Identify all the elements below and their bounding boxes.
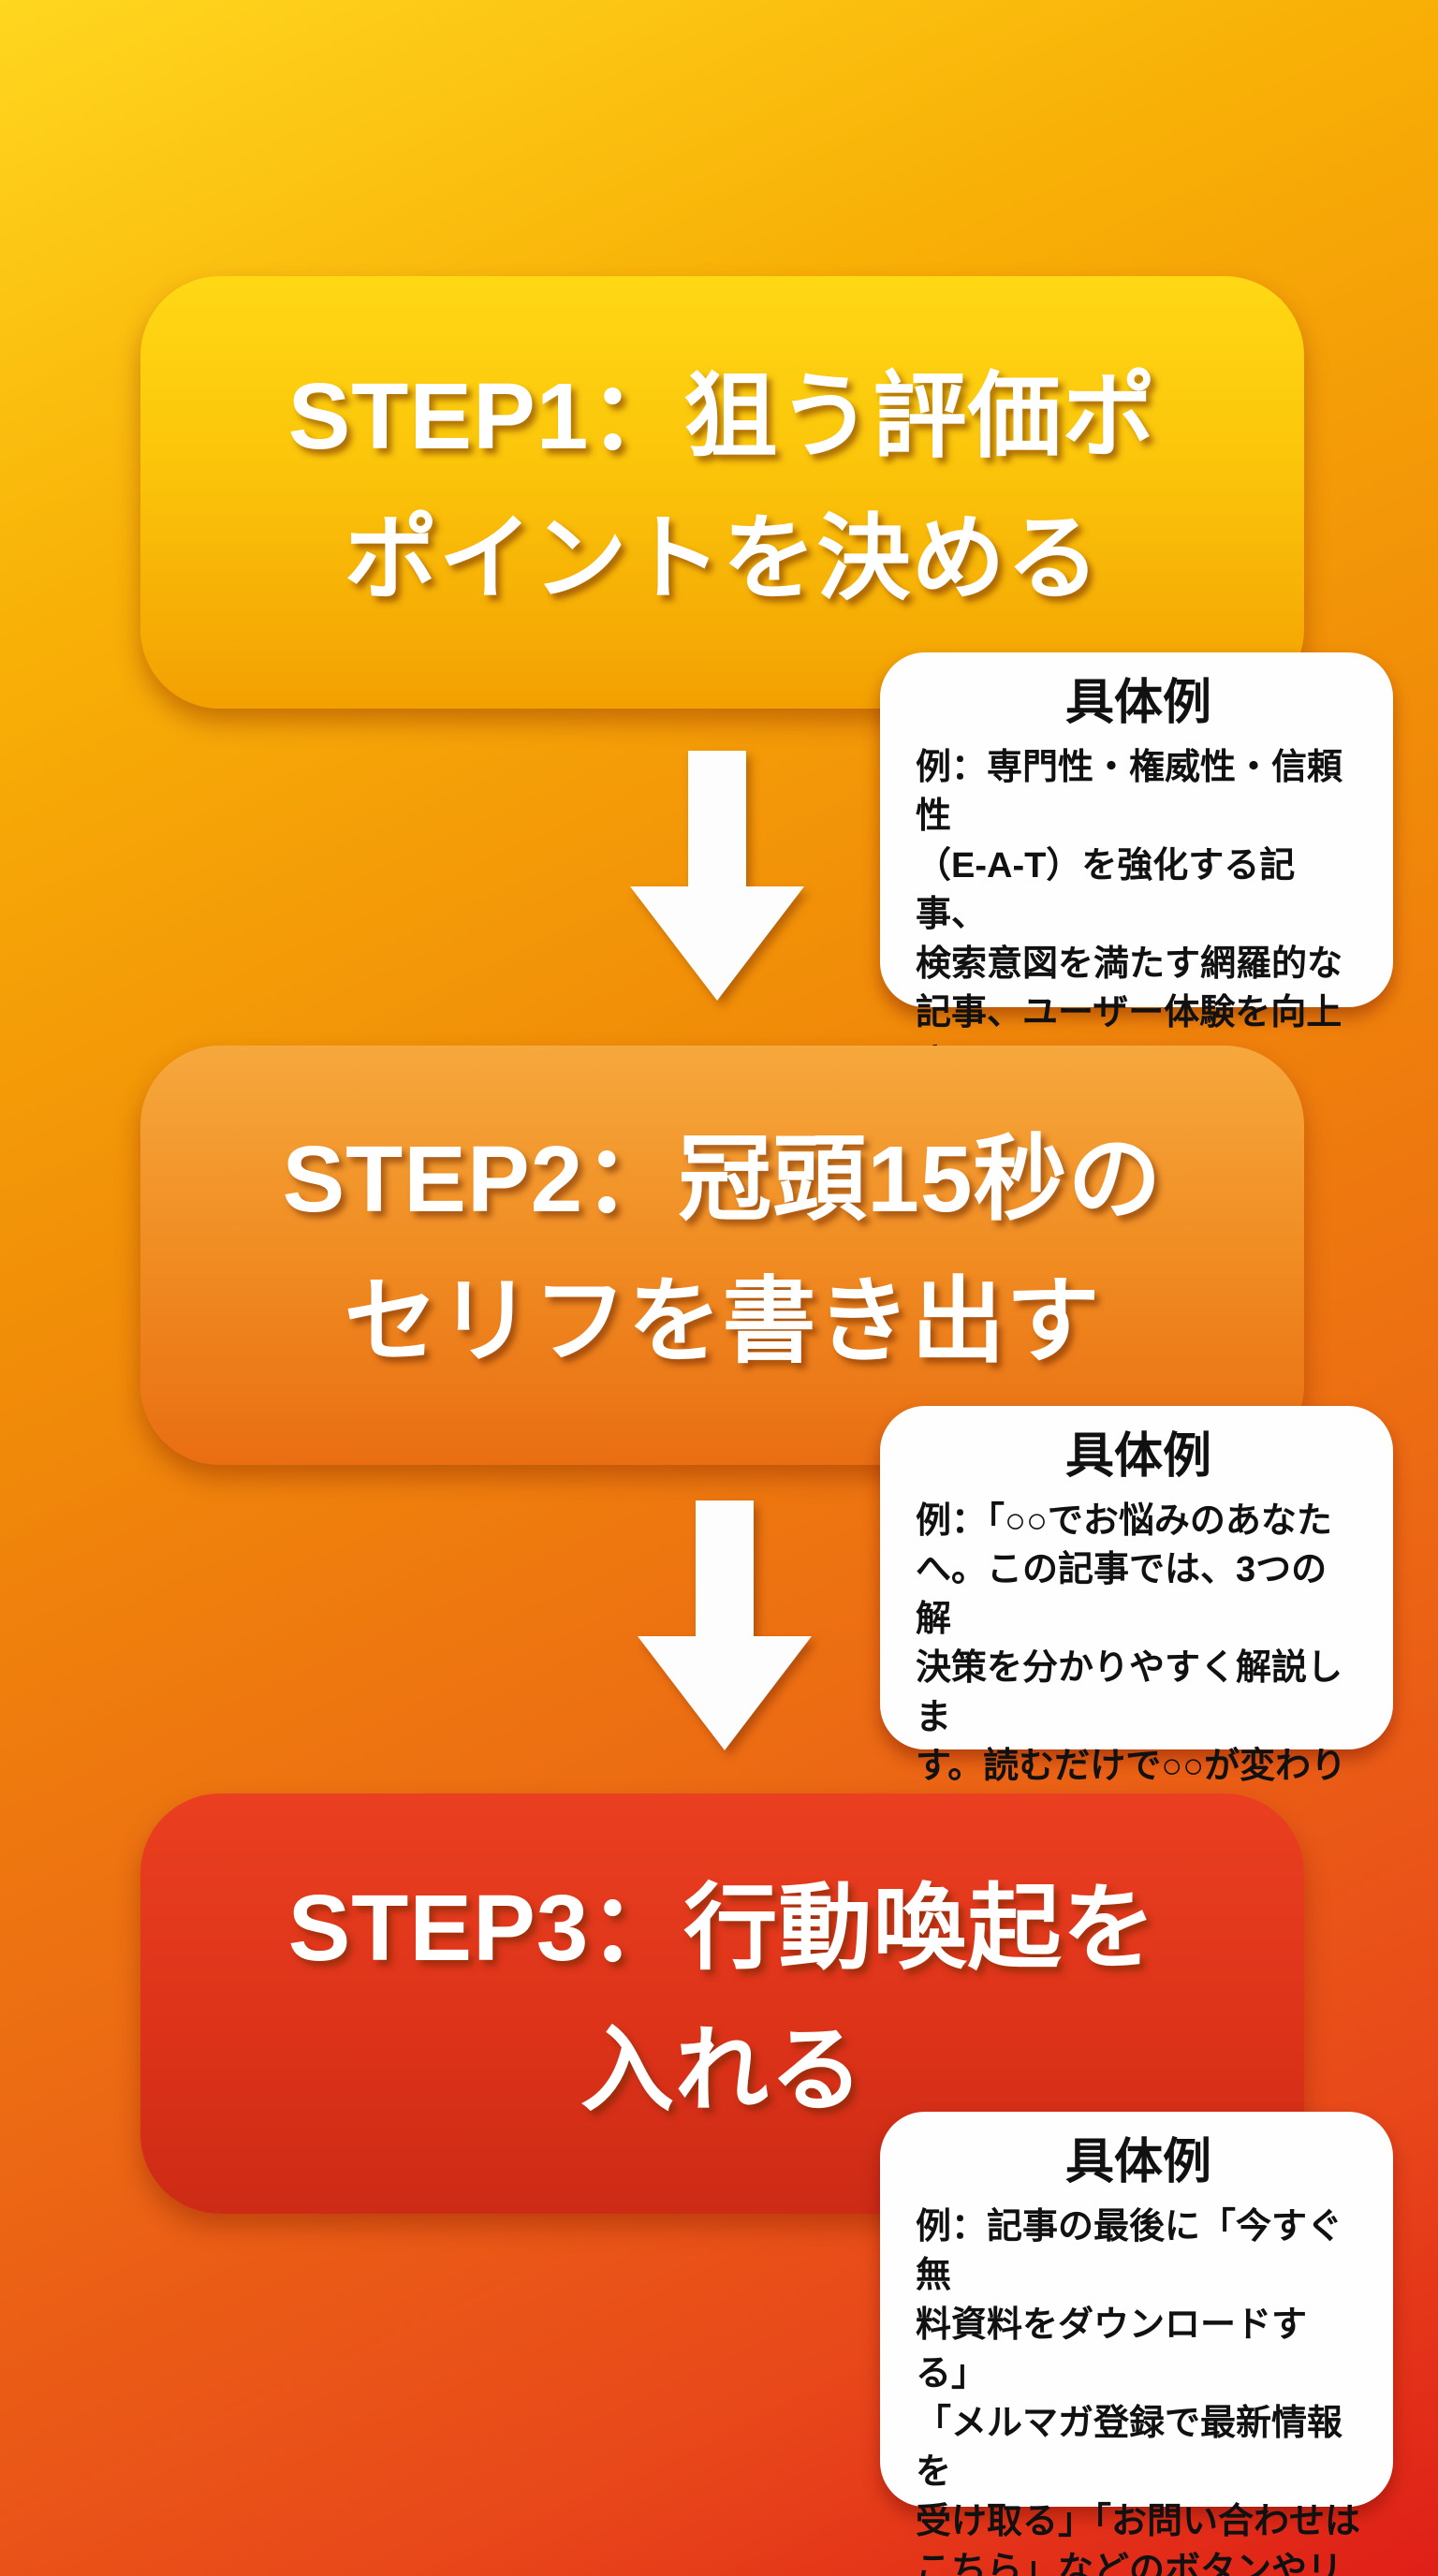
step2-example-card: 具体例 例：「○○でお悩みのあなた へ。この記事では、3つの解 決策を分かりやす… [880, 1406, 1393, 1836]
step3-title: STEP3：行動喚起を 入れる [287, 1875, 1157, 2123]
down-arrow-head [630, 886, 804, 1001]
example-heading: 具体例 [1064, 1429, 1211, 1484]
step3-example-card: 具体例 例：記事の最後に「今すぐ無 料資料をダウンロードする」 「メルマガ登録で… [880, 2112, 1393, 2576]
step2-title: STEP2：冠頭15秒の セリフを書き出す [282, 1127, 1163, 1374]
down-arrow-icon [638, 1500, 812, 1750]
example-heading: 具体例 [1064, 676, 1211, 730]
down-arrow-shaft [688, 751, 746, 887]
step1-example-card: 具体例 例：専門性・権威性・信頼性 （E-A-T）を強化する記事、 検索意図を満… [880, 652, 1393, 1131]
example-heading: 具体例 [1064, 2135, 1211, 2189]
example-body: 例：記事の最後に「今すぐ無 料資料をダウンロードする」 「メルマガ登録で最新情報… [916, 2207, 1361, 2576]
down-arrow-head [638, 1636, 812, 1750]
step2-box: STEP2：冠頭15秒の セリフを書き出す [140, 1046, 1304, 1465]
down-arrow-icon [630, 751, 804, 1001]
step1-title: STEP1：狙う評価ポ ポイントを決める [287, 364, 1157, 611]
step1-box: STEP1：狙う評価ポ ポイントを決める [140, 276, 1304, 709]
down-arrow-shaft [696, 1500, 754, 1637]
example-body: 例：「○○でお悩みのあなた へ。この記事では、3つの解 決策を分かりやすく解説し… [916, 1501, 1347, 1836]
